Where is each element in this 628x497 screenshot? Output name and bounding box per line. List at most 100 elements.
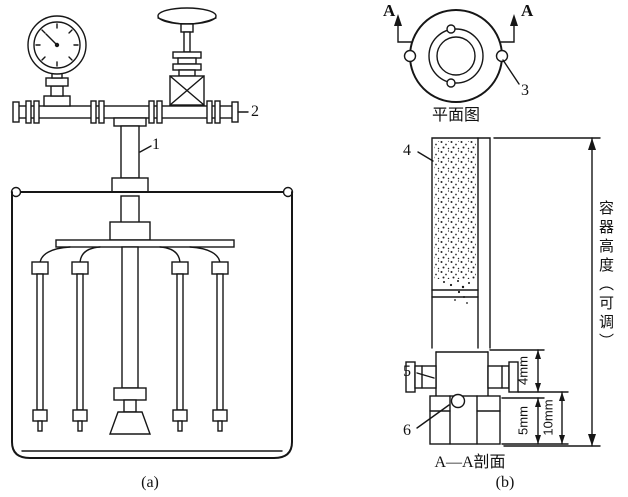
plan-nozzle-left <box>403 49 417 63</box>
nozzle-right <box>487 365 510 389</box>
hanging-tube <box>76 273 84 411</box>
pipe-flange <box>148 100 155 124</box>
pipe-flange <box>98 100 105 124</box>
plan-bore <box>436 36 476 76</box>
gauge-nut <box>45 77 69 87</box>
pipe-flange <box>25 100 32 124</box>
dim-label-5mm: 5mm <box>515 406 531 435</box>
stipple-clump <box>443 280 470 304</box>
tube-fitting <box>31 261 49 275</box>
gauge-needle <box>45 33 58 46</box>
tube-nut <box>72 409 88 422</box>
plan-nozzle-right <box>495 49 509 63</box>
column-base <box>109 411 151 435</box>
section-arrow-right <box>500 23 515 43</box>
section-marker-right: A <box>521 1 534 20</box>
pipe-end-cap-left <box>12 101 20 123</box>
hanging-tube <box>36 273 44 411</box>
caption-a: (a) <box>141 474 159 491</box>
tube-nut <box>172 409 188 422</box>
center-column-lower <box>121 246 139 389</box>
vessel <box>10 186 294 459</box>
section-caption: A—A剖面 <box>434 454 506 471</box>
valve <box>157 7 217 106</box>
tube-tip <box>217 420 223 432</box>
column-wall <box>431 137 491 349</box>
distributor-plate <box>55 239 235 248</box>
callout-5: 5 <box>403 363 411 380</box>
section-marker-left: A <box>383 1 396 20</box>
valve-hub <box>180 23 194 33</box>
orifice-hole <box>450 393 466 409</box>
gauge-dial-inner <box>33 21 81 69</box>
plan-hole-top <box>446 24 456 34</box>
packing-stipple <box>434 141 476 279</box>
callout-3-leader <box>502 59 520 85</box>
valve-gland <box>172 51 202 59</box>
caption-b: (b) <box>495 474 515 491</box>
gauge-hub <box>54 42 60 48</box>
tube-fitting <box>71 261 89 275</box>
pressure-gauge <box>27 15 87 107</box>
callout-2: 2 <box>251 103 259 120</box>
dim-label-10mm: 10mm <box>540 399 556 436</box>
valve-stem <box>183 31 191 53</box>
pipe-flange <box>33 100 40 124</box>
pipe-manifold <box>12 100 249 124</box>
column-coupling <box>113 387 147 401</box>
vessel-height-label: 容器高度（可调） <box>597 200 613 352</box>
callout-6: 6 <box>403 422 411 439</box>
callout-4-leader <box>417 151 434 162</box>
nozzle-flange-right <box>508 361 519 393</box>
callout-1-leader <box>139 145 152 153</box>
plan-hole-bottom <box>446 78 456 88</box>
nozzle-left <box>414 365 437 389</box>
section-arrowhead-right <box>510 14 518 26</box>
pipe-flange <box>156 100 163 124</box>
plan-view-caption: 平面图 <box>431 107 480 124</box>
dimension-lines <box>489 137 601 447</box>
callout-1: 1 <box>152 136 160 153</box>
callout-4: 4 <box>403 142 411 159</box>
gauge-stem <box>50 85 64 97</box>
panel-a-drawing <box>10 7 294 459</box>
riser-flange <box>113 117 147 127</box>
main-pipe <box>15 105 237 119</box>
valve-gland <box>172 63 202 71</box>
gauge-tee <box>43 95 71 107</box>
plan-ring <box>428 28 484 84</box>
riser-pipe <box>111 117 152 193</box>
tube-fitting <box>171 261 189 275</box>
section-assembly <box>405 351 519 445</box>
pipe-flange <box>90 100 97 124</box>
dim-label-4mm: 4mm <box>515 356 531 385</box>
center-junction <box>109 221 151 241</box>
valve-gland <box>178 69 196 77</box>
column-neck <box>123 399 137 413</box>
tube-nut <box>212 409 228 422</box>
pipe-end-cap-right <box>231 101 239 123</box>
callout-5-leader <box>416 372 435 379</box>
section-arrowhead-left <box>394 14 402 26</box>
plan-view <box>394 9 520 103</box>
panel-b-drawing <box>394 9 601 447</box>
distributor-internals <box>31 195 235 435</box>
callout-3: 3 <box>521 82 529 99</box>
pipe-flange <box>206 100 213 124</box>
tube-nut <box>32 409 48 422</box>
pipe-flange <box>214 100 221 124</box>
plan-outer-circle <box>409 9 503 103</box>
tube-tip <box>37 420 43 432</box>
callout-6-leader <box>416 404 450 429</box>
packed-column <box>417 137 491 349</box>
riser-coupling <box>111 177 149 193</box>
base-block <box>429 395 501 445</box>
tube-fitting <box>211 261 229 275</box>
hanging-tube <box>216 273 224 411</box>
riser-tube <box>120 125 140 179</box>
vessel-wall <box>11 191 293 459</box>
tube-tip <box>77 420 83 432</box>
tube-tip <box>177 420 183 432</box>
